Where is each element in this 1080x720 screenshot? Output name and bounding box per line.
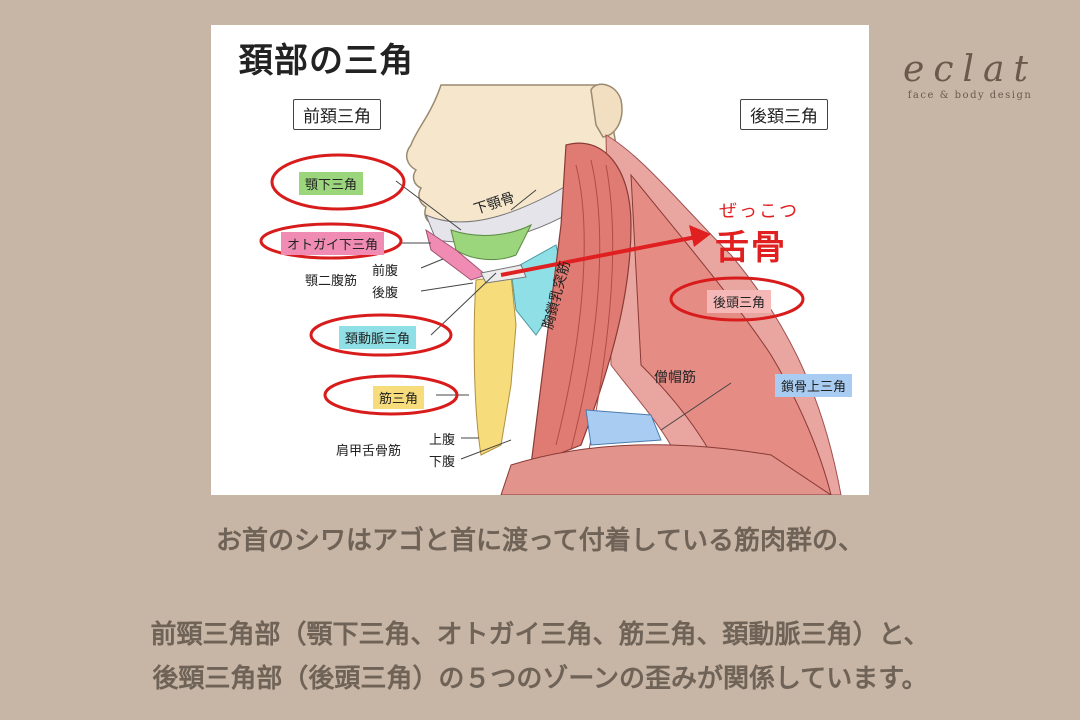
- shoulder-clavicle: [500, 444, 832, 495]
- posterior-triangle-label: 後頚三角: [740, 99, 828, 130]
- figure-title: 頚部の三角: [239, 41, 414, 81]
- hyoid-pointer-arrowhead: [689, 225, 711, 247]
- submandibular-area: [450, 223, 533, 260]
- supraclavicular-area: [585, 409, 662, 446]
- anterior-belly-label: 前腹: [372, 264, 399, 279]
- inferior-belly-label: 下腹: [429, 455, 456, 470]
- brand-logo: eclat face & body design: [895, 49, 1045, 102]
- neck-triangles-figure: 頚部の三角 前頚三角 後頚三角 顎下三角 オトガイ下三角 顎二腹筋 前腹 後腹 …: [211, 25, 869, 495]
- muscular-area: [473, 274, 517, 456]
- caption-line-3: 後頸三角部（後頭三角）の５つのゾーンの歪みが関係しています。: [152, 664, 928, 694]
- muscular-triangle-label: 筋三角: [373, 386, 425, 409]
- posterior-belly-label: 後腹: [372, 286, 399, 301]
- highlight-rings: [259, 153, 805, 416]
- digastric-muscle-label: 顎二腹筋: [305, 274, 358, 289]
- trapezius-label: 僧帽筋: [654, 370, 696, 386]
- caption-line-1: お首のシワはアゴと首に渡って付着している筋肉群の、: [216, 526, 864, 556]
- anterior-triangle-label: 前頚三角: [293, 99, 381, 130]
- submental-area: [425, 228, 488, 281]
- neck-anatomy-illustration: [259, 83, 842, 495]
- occipital-triangle-label: 後頭三角: [707, 290, 772, 313]
- logo-tagline: face & body design: [907, 90, 1033, 101]
- caption-line-2: 前頸三角部（顎下三角、オトガイ三角、筋三角、頚動脈三角）と、: [150, 620, 930, 650]
- omohyoid-muscle-label: 肩甲舌骨筋: [336, 444, 402, 459]
- supraclavicular-triangle-label: 鎖骨上三角: [775, 374, 853, 397]
- submandibular-triangle-label: 顎下三角: [299, 172, 364, 195]
- hyoid-pointer-line: [500, 235, 697, 277]
- carotid-triangle-label: 頚動脈三角: [339, 326, 417, 349]
- trapezius-muscle: [630, 173, 832, 495]
- logo-wordmark: eclat: [903, 49, 1037, 90]
- superior-belly-label: 上腹: [429, 433, 456, 448]
- submental-triangle-label: オトガイ下三角: [281, 232, 385, 255]
- hyoid-reading: ぜっこつ: [719, 201, 799, 222]
- hyoid-label: 舌骨: [715, 228, 787, 268]
